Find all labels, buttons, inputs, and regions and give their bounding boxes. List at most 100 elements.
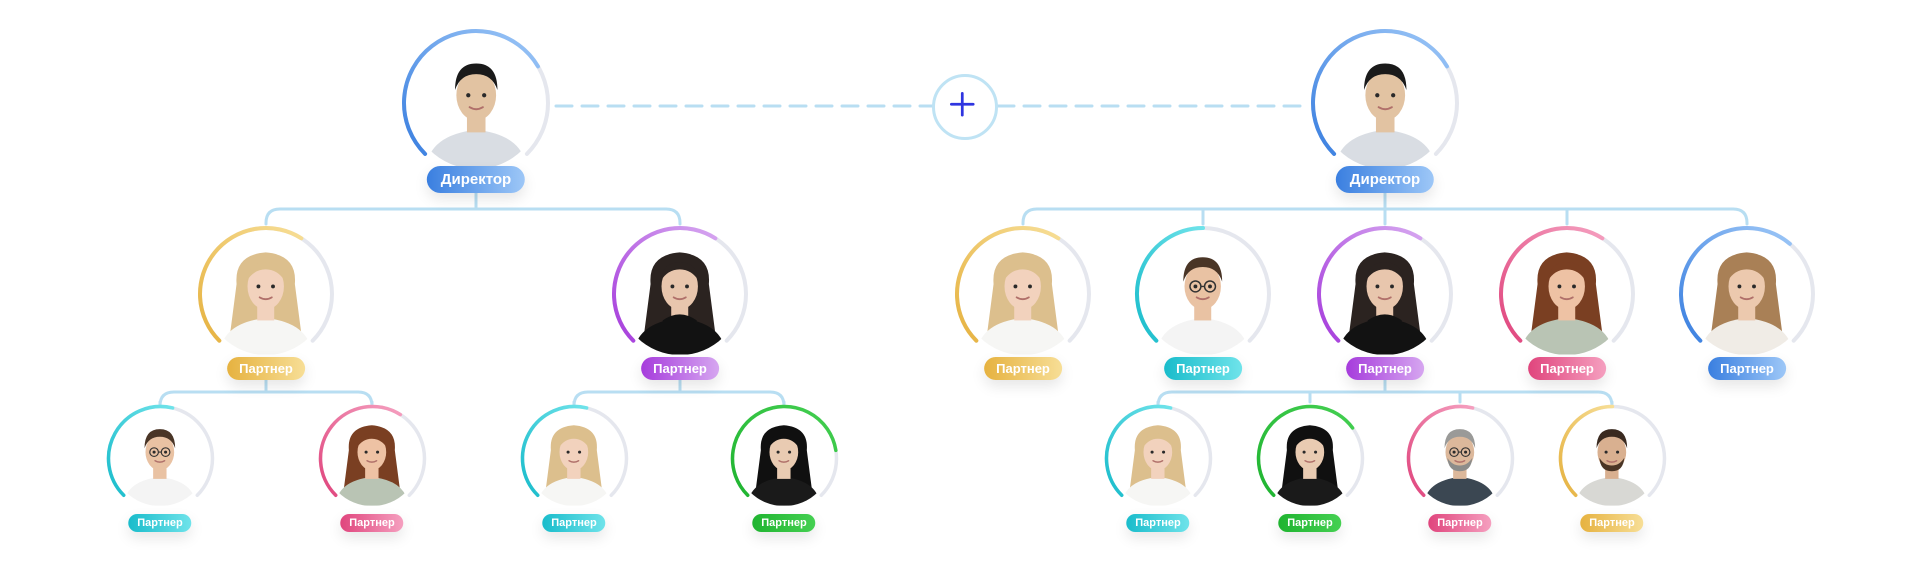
woman-blonde-portrait (962, 233, 1084, 355)
sub-partner-node[interactable]: Партнер (519, 403, 630, 532)
woman-wavy-portrait (1686, 233, 1808, 355)
ring-progress (402, 29, 540, 156)
director-node[interactable]: Директор (1309, 27, 1461, 193)
role-badge: Партнер (340, 513, 404, 532)
tree-0-partner-connector-drop (664, 207, 682, 226)
ring-progress (955, 226, 1061, 343)
ring-progress (1558, 404, 1614, 497)
avatar (526, 410, 622, 506)
man-glasses-portrait (1142, 233, 1264, 355)
role-badge: Партнер (1346, 357, 1424, 380)
partner-node[interactable]: Партнер (1677, 224, 1817, 380)
avatar (324, 410, 420, 506)
avatar (1506, 233, 1628, 355)
partner-node[interactable]: Партнер (196, 224, 336, 380)
woman-blonde-portrait (205, 233, 327, 355)
progress-ring (1104, 404, 1212, 497)
progress-ring (402, 29, 550, 156)
progress-ring (198, 226, 334, 343)
partner-node[interactable]: Партнер (610, 224, 750, 380)
role-badge: Партнер (1580, 513, 1644, 532)
progress-ring (1317, 226, 1453, 343)
role-badge: Партнер (1278, 513, 1342, 532)
partner-node[interactable]: Партнер (1497, 224, 1637, 380)
role-badge: Партнер (227, 357, 305, 380)
progress-ring (1499, 226, 1635, 343)
progress-ring (520, 404, 628, 497)
tree-0-partner-connector-drop (264, 207, 282, 226)
man-glasses-portrait (112, 410, 208, 506)
sub-partner-node[interactable]: Партнер (1103, 403, 1214, 532)
role-badge: Партнер (752, 513, 816, 532)
avatar (736, 410, 832, 506)
role-badge: Партнер (641, 357, 719, 380)
ring-progress (1499, 226, 1605, 343)
ring-progress (198, 226, 304, 343)
sub-partner-node[interactable]: Партнер (1557, 403, 1668, 532)
man-beard-portrait (1564, 410, 1660, 506)
role-badge: Партнер (128, 513, 192, 532)
director-node[interactable]: Директор (400, 27, 552, 193)
role-badge: Партнер (1126, 513, 1190, 532)
role-badge: Партнер (1164, 357, 1242, 380)
avatar (1318, 36, 1452, 170)
woman-curly-portrait (324, 410, 420, 506)
plus-icon (950, 92, 975, 117)
sub-partner-node[interactable]: Партнер (317, 403, 428, 532)
avatar (1110, 410, 1206, 506)
woman-asian-portrait (1262, 410, 1358, 506)
role-badge: Партнер (1708, 357, 1786, 380)
progress-ring (1135, 226, 1271, 343)
avatar (1142, 233, 1264, 355)
role-badge: Директор (426, 166, 526, 193)
add-tree-button[interactable] (932, 74, 998, 140)
avatar (205, 233, 327, 355)
woman-dark-portrait (619, 233, 741, 355)
ring-progress (1135, 226, 1205, 343)
ring-progress (1406, 404, 1474, 497)
avatar (1324, 233, 1446, 355)
avatar (1412, 410, 1508, 506)
progress-ring (1406, 404, 1514, 497)
progress-ring (318, 404, 426, 497)
progress-ring (730, 404, 838, 497)
partner-node[interactable]: Партнер (1133, 224, 1273, 380)
ring-progress (1104, 404, 1172, 497)
woman-curly-portrait (1506, 233, 1628, 355)
avatar (112, 410, 208, 506)
sub-partner-node[interactable]: Партнер (1255, 403, 1366, 532)
avatar (1686, 233, 1808, 355)
man-older-portrait (1412, 410, 1508, 506)
ring-progress (612, 226, 718, 343)
progress-ring (1558, 404, 1666, 497)
ring-progress (1317, 226, 1423, 343)
progress-ring (955, 226, 1091, 343)
role-badge: Партнер (1528, 357, 1606, 380)
ring-progress (106, 404, 174, 497)
partner-node[interactable]: Партнер (1315, 224, 1455, 380)
woman-blonde-portrait (526, 410, 622, 506)
sub-partner-node[interactable]: Партнер (1405, 403, 1516, 532)
man-asian-portrait (409, 36, 543, 170)
role-badge: Партнер (1428, 513, 1492, 532)
man-asian-portrait (1318, 36, 1452, 170)
sub-partner-node[interactable]: Партнер (729, 403, 840, 532)
woman-blonde-portrait (1110, 410, 1206, 506)
role-badge: Партнер (542, 513, 606, 532)
ring-progress (520, 404, 588, 497)
progress-ring (106, 404, 214, 497)
avatar (1262, 410, 1358, 506)
ring-progress (1311, 29, 1449, 156)
avatar (409, 36, 543, 170)
sub-partner-node[interactable]: Партнер (105, 403, 216, 532)
woman-dark-portrait (1324, 233, 1446, 355)
ring-progress (318, 404, 402, 497)
ring-progress (730, 404, 838, 497)
progress-ring (1256, 404, 1364, 497)
progress-ring (612, 226, 748, 343)
ring-progress (1679, 226, 1792, 343)
tree-1-partner-connector-drop (1021, 207, 1039, 226)
partner-node[interactable]: Партнер (953, 224, 1093, 380)
